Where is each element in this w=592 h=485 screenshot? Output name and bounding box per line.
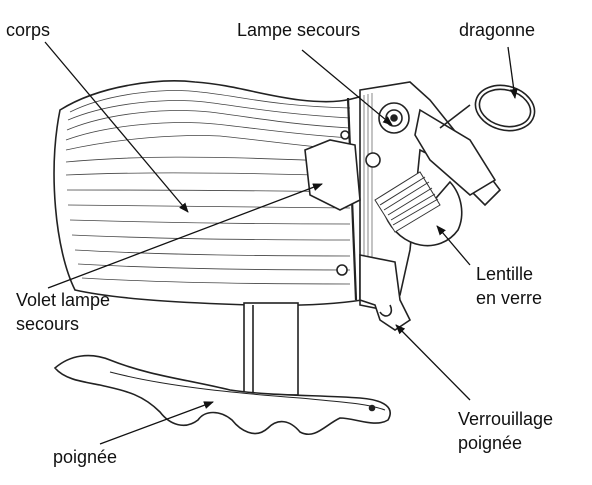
arrow-volet bbox=[47, 183, 323, 289]
arrow-corps bbox=[44, 41, 189, 213]
arrow-lampe-secours bbox=[301, 49, 393, 126]
label-corps: corps bbox=[6, 20, 51, 40]
label-lampe-secours: Lampe secours bbox=[237, 20, 361, 40]
handle-stem bbox=[243, 302, 299, 396]
lamp-head bbox=[304, 81, 502, 331]
handle-grip bbox=[53, 354, 391, 435]
arrow-dragonne bbox=[507, 46, 518, 99]
lamp-body bbox=[53, 80, 363, 307]
arrow-poignee bbox=[99, 401, 214, 445]
label-volet-line1: Volet lampe bbox=[16, 290, 111, 310]
label-dragonne: dragonne bbox=[459, 20, 536, 40]
label-lentille-line1: Lentille bbox=[476, 264, 534, 284]
arrow-verrouillage bbox=[395, 324, 471, 401]
lanyard-ring bbox=[439, 84, 536, 132]
label-verrouillage-line2: poignée bbox=[458, 433, 523, 453]
label-lentille-line2: en verre bbox=[476, 288, 543, 308]
arrow-lentille bbox=[436, 225, 471, 266]
label-verrouillage-line1: Verrouillage bbox=[458, 409, 554, 429]
leader-lines bbox=[44, 41, 518, 445]
label-volet-line2: secours bbox=[16, 314, 80, 334]
label-poignee: poignée bbox=[53, 447, 118, 467]
